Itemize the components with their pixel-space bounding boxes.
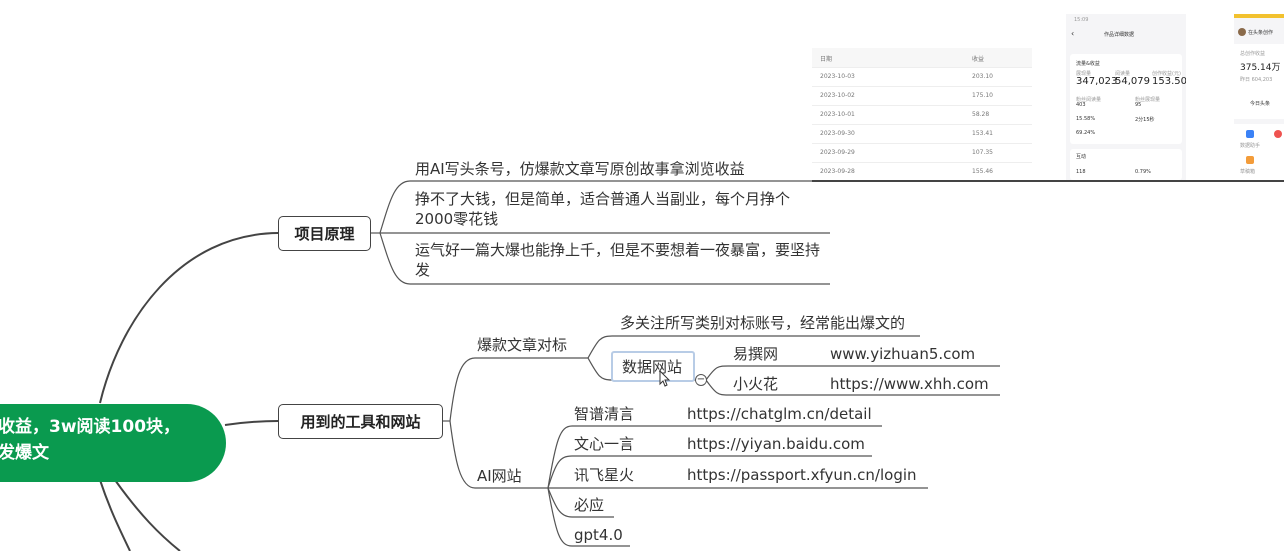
table-header: 日期 收益 — [812, 48, 1032, 68]
ai-site-url[interactable]: https://chatglm.cn/detail — [687, 405, 872, 423]
site-url[interactable]: https://www.xhh.com — [830, 375, 989, 393]
root-label-line1: 收益，3w阅读100块， — [0, 417, 181, 437]
site-name[interactable]: 小火花 — [733, 375, 779, 393]
node-viral-benchmark[interactable]: 爆款文章对标 — [477, 336, 568, 354]
article-stats-phone-image[interactable]: 15:09 ‹ 作品详细数据 流量&收益 展现量 347,023 阅读量 54,… — [1066, 14, 1186, 180]
earnings-icon — [1274, 130, 1282, 138]
ai-site-name[interactable]: 文心一言 — [574, 435, 635, 453]
node-project-principle[interactable]: 项目原理 — [278, 216, 371, 251]
site-name[interactable]: 易撰网 — [733, 345, 779, 363]
node-label: 用到的工具和网站 — [300, 413, 421, 431]
collapse-toggle-icon[interactable]: − — [695, 374, 707, 386]
viral-tip[interactable]: 多关注所写类别对标账号，经常能出爆文的 — [620, 314, 906, 332]
chart-icon — [1246, 130, 1254, 138]
avatar — [1238, 28, 1246, 36]
node-label: 数据网站 — [622, 358, 683, 376]
node-ai-sites[interactable]: AI网站 — [477, 467, 522, 485]
node-label: 项目原理 — [294, 225, 355, 243]
mouse-cursor-icon — [659, 370, 671, 387]
root-label-line2: 发爆文 — [0, 443, 49, 463]
ai-site-url[interactable]: https://yiyan.baidu.com — [687, 435, 865, 453]
ai-site-name[interactable]: 智谱清言 — [574, 405, 635, 423]
draft-icon — [1246, 156, 1254, 164]
ai-site-name[interactable]: 必应 — [574, 496, 605, 514]
back-arrow-icon: ‹ — [1071, 29, 1075, 38]
principle-item-3[interactable]: 运气好一篇大爆也能挣上千，但是不要想着一夜暴富，要坚持发 — [415, 241, 821, 279]
site-url[interactable]: www.yizhuan5.com — [830, 345, 976, 363]
node-data-sites[interactable]: 数据网站 — [611, 351, 695, 382]
image-bottom-border — [812, 180, 1284, 182]
root-node[interactable]: 收益，3w阅读100块， 发爆文 — [0, 404, 226, 482]
creator-home-phone-image[interactable]: 在头条创作 总创作收益 375.14万 昨日 604,203 今日头条 数据助手… — [1234, 14, 1284, 184]
principle-item-1[interactable]: 用AI写头条号，仿爆款文章写原创故事拿浏览收益 — [415, 160, 745, 178]
principle-item-2[interactable]: 挣不了大钱，但是简单，适合普通人当副业，每个月挣个2000零花钱 — [415, 190, 791, 228]
ai-site-url[interactable]: https://passport.xfyun.cn/login — [687, 466, 917, 484]
ai-site-name[interactable]: gpt4.0 — [574, 526, 623, 544]
node-tools-and-sites[interactable]: 用到的工具和网站 — [278, 404, 443, 439]
ai-site-name[interactable]: 讯飞星火 — [574, 466, 635, 484]
